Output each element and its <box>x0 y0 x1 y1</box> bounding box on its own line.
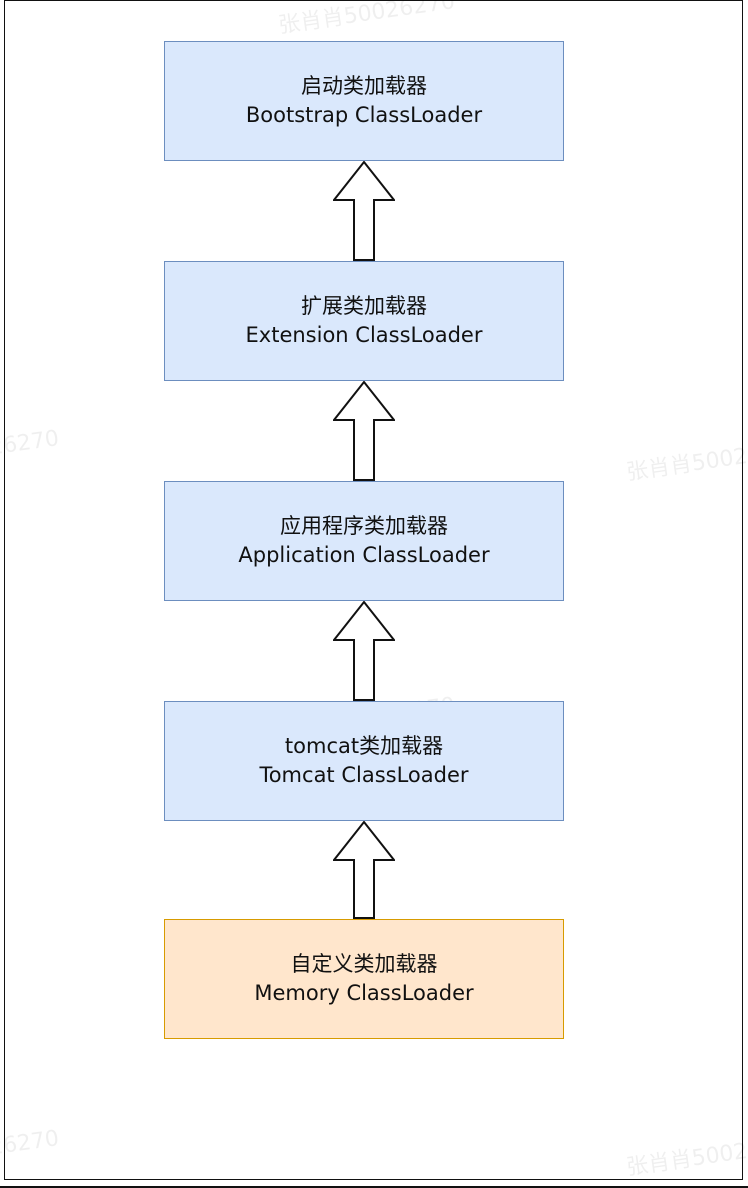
arrow-up-icon <box>333 821 395 919</box>
box-label-cn: 启动类加载器 <box>301 74 427 98</box>
arrow-up-icon <box>333 381 395 481</box>
memory-classloader-box: 自定义类加载器 Memory ClassLoader <box>164 919 564 1039</box>
box-label-en: Memory ClassLoader <box>254 981 474 1005</box>
box-label-cn: 自定义类加载器 <box>290 952 438 976</box>
bootstrap-classloader-box: 启动类加载器 Bootstrap ClassLoader <box>164 41 564 161</box>
application-classloader-box: 应用程序类加载器 Application ClassLoader <box>164 481 564 601</box>
box-label-en: Extension ClassLoader <box>245 323 483 347</box>
arrow-up-icon <box>333 601 395 701</box>
box-label-cn: tomcat类加载器 <box>284 734 444 758</box>
box-label-en: Application ClassLoader <box>238 543 490 567</box>
arrow-up-icon <box>333 161 395 261</box>
extension-classloader-box: 扩展类加载器 Extension ClassLoader <box>164 261 564 381</box>
diagram-frame <box>4 0 743 1180</box>
box-label-cn: 应用程序类加载器 <box>280 514 448 538</box>
box-label-en: Bootstrap ClassLoader <box>245 103 483 127</box>
tomcat-classloader-box: tomcat类加载器 Tomcat ClassLoader <box>164 701 564 821</box>
box-label-en: Tomcat ClassLoader <box>259 763 469 787</box>
bottom-border <box>0 1186 748 1188</box>
box-label-cn: 扩展类加载器 <box>301 294 427 318</box>
